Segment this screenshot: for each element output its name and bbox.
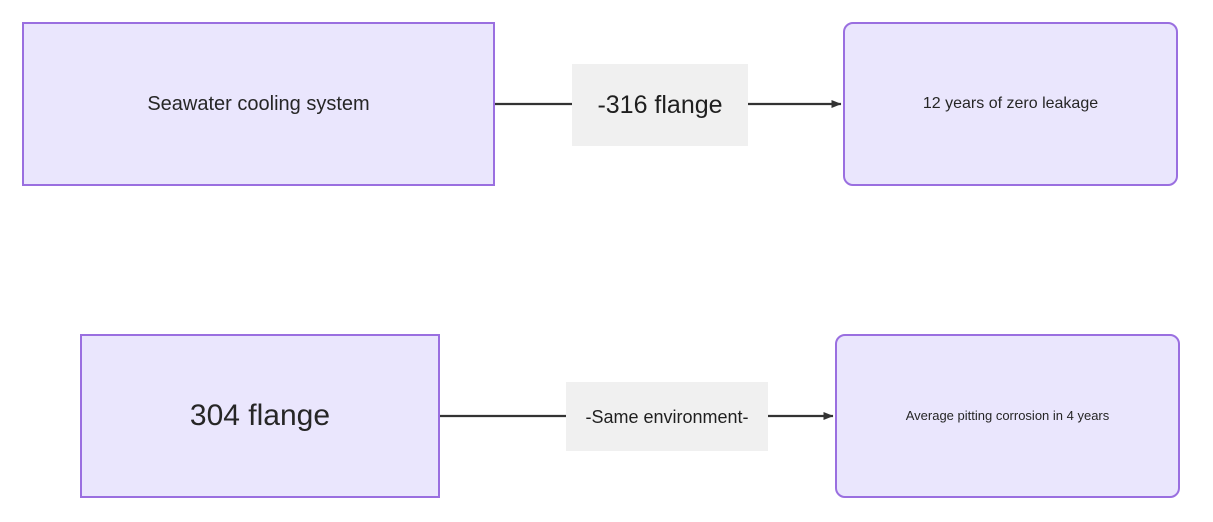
node-label: Seawater cooling system [147,92,370,115]
node-304-flange[interactable]: 304 flange [80,334,440,498]
node-seawater-cooling-system[interactable]: Seawater cooling system [22,22,495,186]
node-average-pitting-corrosion[interactable]: Average pitting corrosion in 4 years [835,334,1180,498]
edge-label-316-flange: -316 flange [572,64,748,146]
node-label: 304 flange [189,399,331,433]
edge-label-same-environment: -Same environment- [566,382,768,451]
node-label: Average pitting corrosion in 4 years [905,407,1110,423]
node-zero-leakage[interactable]: 12 years of zero leakage [843,22,1178,186]
edge-label-text: -Same environment- [585,406,749,427]
node-label: 12 years of zero leakage [922,95,1099,112]
edge-label-text: -316 flange [597,90,723,119]
